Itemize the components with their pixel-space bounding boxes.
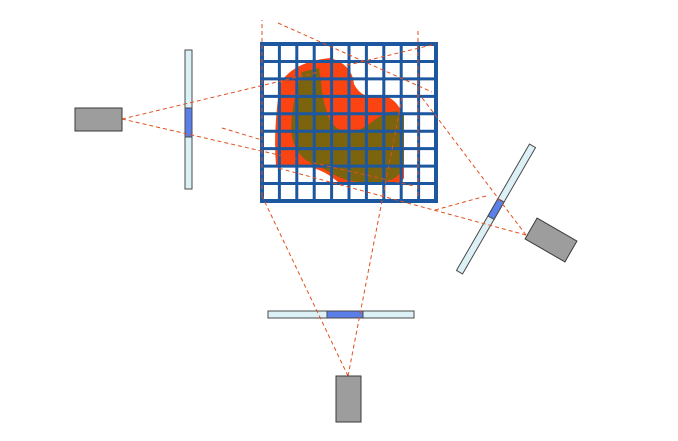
- camera-icon: [335, 375, 362, 423]
- ray: [221, 127, 263, 141]
- image-segment-left: [184, 107, 193, 138]
- ray: [347, 97, 403, 377]
- projection-rays: [121, 20, 527, 377]
- ray: [277, 22, 433, 93]
- ray: [277, 167, 527, 236]
- image-plane-right: [455, 143, 537, 275]
- camera-icon: [524, 217, 578, 263]
- image-planes: [184, 49, 537, 319]
- sensors: [74, 107, 578, 423]
- ray: [434, 195, 487, 211]
- ray: [261, 195, 349, 377]
- image-plane-left: [184, 49, 193, 190]
- image-segment-right: [487, 197, 505, 221]
- voxel-grid: [260, 42, 438, 203]
- camera-icon: [74, 107, 123, 132]
- ray: [121, 43, 437, 120]
- ray: [121, 118, 415, 187]
- image-plane-bottom: [267, 310, 415, 319]
- ray: [419, 94, 527, 236]
- image-segment-bottom: [326, 310, 364, 319]
